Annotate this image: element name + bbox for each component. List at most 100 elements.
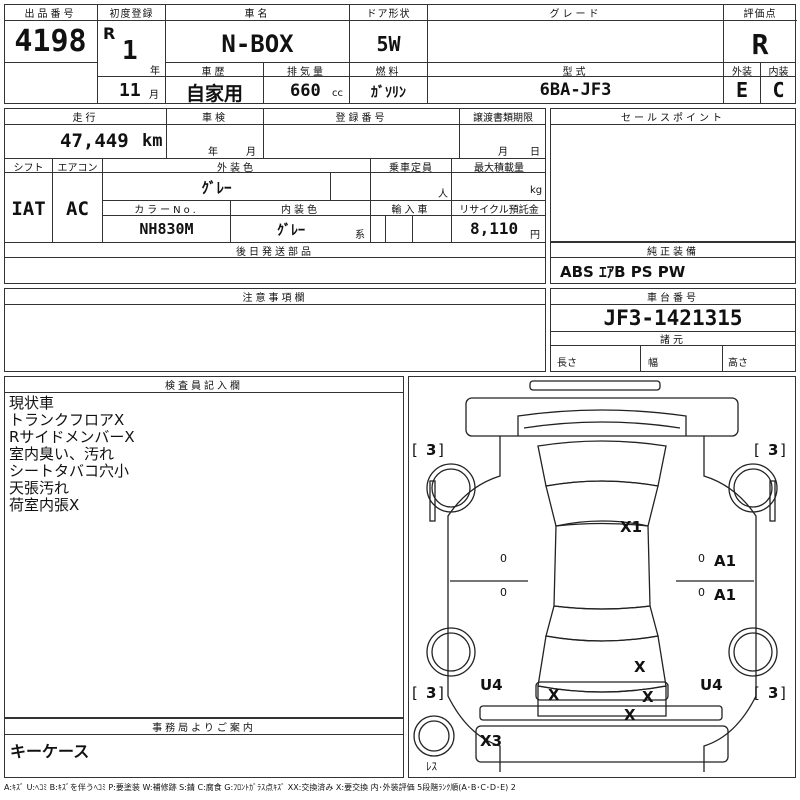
later-parts-label: 後日発送部品 xyxy=(236,247,314,258)
fuel-label: 燃料 xyxy=(375,67,402,78)
office-label: 事務局よりご案内 xyxy=(152,723,256,734)
year-unit: 年 xyxy=(150,66,160,77)
office-text: キーケース xyxy=(10,742,90,761)
inspector-label: 検査員記入欄 xyxy=(165,381,243,392)
ac-value: AC xyxy=(66,198,89,220)
height-label: 高さ xyxy=(728,358,748,369)
mark-0: 0 xyxy=(698,586,705,599)
svg-text:[: [ xyxy=(412,684,418,702)
inspector-line: 荷室内張X xyxy=(9,496,80,514)
mark-a1-upper: A1 xyxy=(714,552,736,570)
fuel-value: ｶﾞｿﾘﾝ xyxy=(371,85,406,101)
model-value: 6BA-JF3 xyxy=(539,80,612,100)
svg-text:[: [ xyxy=(754,684,760,702)
sales-label: セールスポイント xyxy=(621,113,725,124)
recycle-value: 8,110 xyxy=(470,219,519,238)
intcolor-unit: 系 xyxy=(355,230,365,241)
transfer-month: 月 xyxy=(498,147,508,158)
color-value: ｸﾞﾚｰ xyxy=(201,179,232,197)
inspect-month: 月 xyxy=(246,147,256,158)
mark-0: 0 xyxy=(500,552,507,565)
mark-x1: X1 xyxy=(620,518,642,536)
equip-value: ABS ｴｱB PS PW xyxy=(560,263,686,281)
score-label: 評価点 xyxy=(743,9,777,20)
inspector-line: 現状車 xyxy=(9,394,55,412)
width-label: 幅 xyxy=(648,358,658,369)
mark-x-mid: X xyxy=(634,658,646,676)
mark-x-bumper-left: X xyxy=(548,686,560,704)
seats-unit: 人 xyxy=(438,189,448,200)
notes-box xyxy=(4,288,546,372)
ac-label: エアコン xyxy=(57,163,98,174)
office-box xyxy=(4,718,404,778)
mileage-label: 走行 xyxy=(72,113,99,124)
mileage-value: 47,449 xyxy=(60,130,129,152)
history-value: 自家用 xyxy=(185,83,243,105)
svg-text:]: ] xyxy=(438,441,444,459)
colorno-value: NH830M xyxy=(139,220,194,238)
car-diagram-box xyxy=(408,376,796,778)
mark-a1-lower: A1 xyxy=(714,586,736,604)
mark-x-rear: X xyxy=(624,706,636,724)
int-score: C xyxy=(772,78,785,102)
inspector-line: 室内臭い、汚れ xyxy=(9,445,115,463)
history-label: 車歴 xyxy=(201,67,228,78)
sales-point-box xyxy=(550,108,796,242)
mark-3-rear-left: 3 xyxy=(426,684,436,702)
disp-label: 排気量 xyxy=(287,67,326,78)
model-label: 型式 xyxy=(562,67,589,78)
spec-label: 諸元 xyxy=(660,335,686,346)
equip-label: 純正装備 xyxy=(647,247,699,258)
svg-text:]: ] xyxy=(780,441,786,459)
door-label: ドア形状 xyxy=(366,9,411,20)
inspector-line: RサイドメンバーX xyxy=(9,428,135,446)
mark-0: 0 xyxy=(698,552,705,565)
mark-x-bumper-right: X xyxy=(642,688,654,706)
intcolor-label: 内装色 xyxy=(281,205,320,216)
chassis-label: 車台番号 xyxy=(647,293,699,304)
shift-label: シフト xyxy=(13,163,44,174)
color-label: 外装色 xyxy=(217,163,256,174)
colorno-label: カラーNo. xyxy=(134,205,199,216)
reg-year: 1 xyxy=(122,36,138,66)
inspector-box xyxy=(4,376,404,718)
inspector-line: 天張汚れ xyxy=(9,479,70,497)
ext-score: E xyxy=(735,78,749,102)
mark-x3: X3 xyxy=(480,732,502,750)
mark-u4-right: U4 xyxy=(700,676,723,694)
shift-value: IAT xyxy=(11,198,46,220)
seats-label: 乗車定員 xyxy=(389,163,433,174)
chassis-box xyxy=(550,288,796,372)
inspect-label: 車検 xyxy=(202,113,228,124)
mark-3-rear-right: 3 xyxy=(768,684,778,702)
door-type: 5W xyxy=(376,32,401,56)
mid-block xyxy=(4,108,546,284)
lot-number: 4198 xyxy=(14,24,87,59)
mark-0: 0 xyxy=(500,586,507,599)
recycle-label: リサイクル預託金 xyxy=(459,205,539,216)
intcolor-value: ｸﾞﾚｰ xyxy=(277,223,305,239)
svg-text:]: ] xyxy=(438,684,444,702)
month-unit: 月 xyxy=(149,90,159,101)
load-unit: kg xyxy=(530,185,543,196)
chassis-number: JF3-1421315 xyxy=(603,306,743,330)
svg-text:[: [ xyxy=(754,441,760,459)
inspector-notes: 現状車 トランクフロアX RサイドメンバーX 室内臭い、汚れ シートタバコ穴小 … xyxy=(9,395,399,514)
notes-label: 注意事項欄 xyxy=(242,293,308,304)
transfer-label: 譲渡書類期限 xyxy=(473,113,533,124)
car-name: N-BOX xyxy=(221,30,294,58)
int-label: 内装 xyxy=(768,67,789,78)
equip-box xyxy=(550,242,796,284)
load-label: 最大積載量 xyxy=(474,163,524,174)
legend-text: A:ｷｽﾞ U:ﾍｺﾐ B:ｷｽﾞを伴うﾍｺﾐ P:要塗装 W:補修跡 S:錆 … xyxy=(4,783,516,792)
reg-month: 11 xyxy=(119,80,141,101)
inspect-year: 年 xyxy=(208,147,218,158)
mileage-unit: km xyxy=(142,131,163,151)
era-label: R xyxy=(103,24,116,43)
car-diagram: 3 3 3 3 X1 A1 A1 X U4 U4 X X X X3 0 0 0 … xyxy=(412,380,786,773)
disp-unit: cc xyxy=(332,88,343,99)
transfer-day: 日 xyxy=(530,147,540,158)
inspector-line: シートタバコ穴小 xyxy=(9,462,130,480)
overall-score: R xyxy=(751,28,769,61)
name-label: 車名 xyxy=(244,9,271,20)
